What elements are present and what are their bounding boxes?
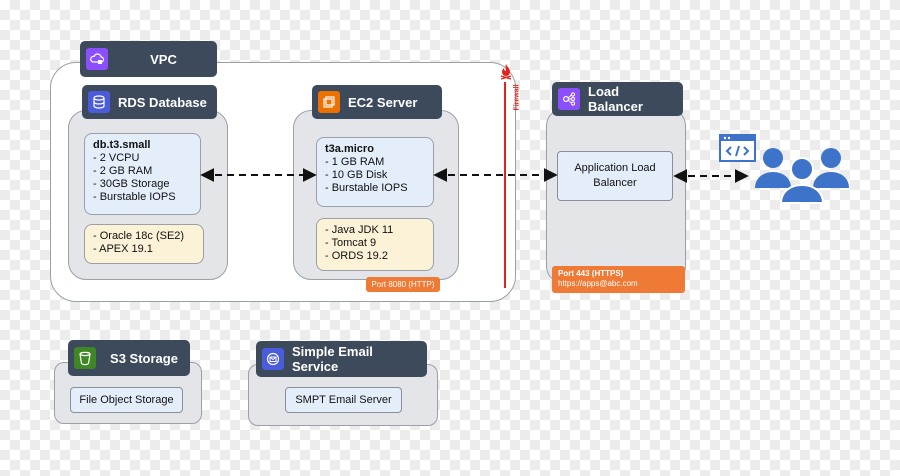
rds-instance-type: db.t3.small [93,139,151,151]
database-icon [88,91,110,113]
rds-header: RDS Database [82,85,217,119]
code-window-icon [719,134,756,162]
ec2-spec-item: - 1 GB RAM [325,156,385,168]
s3-header: S3 Storage [68,340,190,376]
ses-title: Simple Email Service [292,344,373,374]
rds-spec-card: db.t3.small - 2 VCPU - 2 GB RAM - 30GB S… [84,133,201,215]
ec2-software-card: - Java JDK 11 - Tomcat 9 - ORDS 19.2 [316,218,434,271]
ses-header: Simple Email Service [256,341,427,377]
cloud-lock-icon [86,48,108,70]
rds-title: RDS Database [118,94,207,110]
ec2-spec-card: t3a.micro - 1 GB RAM - 10 GB Disk - Burs… [316,137,434,207]
lb-port-label: Port 443 (HTTPS) [558,269,624,278]
s3-card-label: File Object Storage [79,394,174,406]
rds-spec-item: - 30GB Storage [93,178,170,190]
users-icon [753,145,851,207]
lb-title: Load Balancer [588,84,643,114]
s3-title: S3 Storage [110,350,178,366]
fire-icon [498,63,514,81]
ec2-port-label: Port 8080 (HTTP) [371,280,435,289]
rds-software-item: - Oracle 18c (SE2) [93,230,185,242]
vpc-header: VPC [80,41,217,77]
firewall-line [504,82,506,288]
vpc-title: VPC [150,51,177,67]
ec2-software-item: - Java JDK 11 [325,224,394,236]
load-balancer-icon [558,88,580,110]
bucket-icon [74,347,96,369]
s3-card: File Object Storage [70,387,183,413]
ec2-title: EC2 Server [348,94,418,110]
ec2-spec-item: - Burstable IOPS [325,182,408,194]
ec2-software-item: - ORDS 19.2 [325,250,388,262]
lb-card-label: Application Load Balancer [574,162,656,189]
rds-software-item: - APEX 19.1 [93,243,153,255]
ec2-software-item: - Tomcat 9 [325,237,377,249]
rds-spec-item: - Burstable IOPS [93,191,176,203]
ec2-port-badge: Port 8080 (HTTP) [366,277,440,292]
ses-card-label: SMPT Email Server [295,394,392,406]
rds-spec-item: - 2 GB RAM [93,165,153,177]
rds-software-card: - Oracle 18c (SE2) - APEX 19.1 [84,224,204,264]
rds-spec-item: - 2 VCPU [93,152,140,164]
ec2-header: EC2 Server [312,85,442,119]
lb-card: Application Load Balancer [557,151,673,201]
firewall-label-wrap: Firewall [511,80,523,120]
ec2-spec-item: - 10 GB Disk [325,169,388,181]
ses-card: SMPT Email Server [285,387,402,413]
server-chip-icon [318,91,340,113]
ec2-instance-type: t3a.micro [325,143,374,155]
lb-url: https://apps@abc.com [558,279,638,288]
email-icon [262,348,284,370]
lb-port-badge: Port 443 (HTTPS) https://apps@abc.com [552,266,685,293]
firewall-label: Firewall [513,84,521,111]
lb-header: Load Balancer [552,82,683,116]
